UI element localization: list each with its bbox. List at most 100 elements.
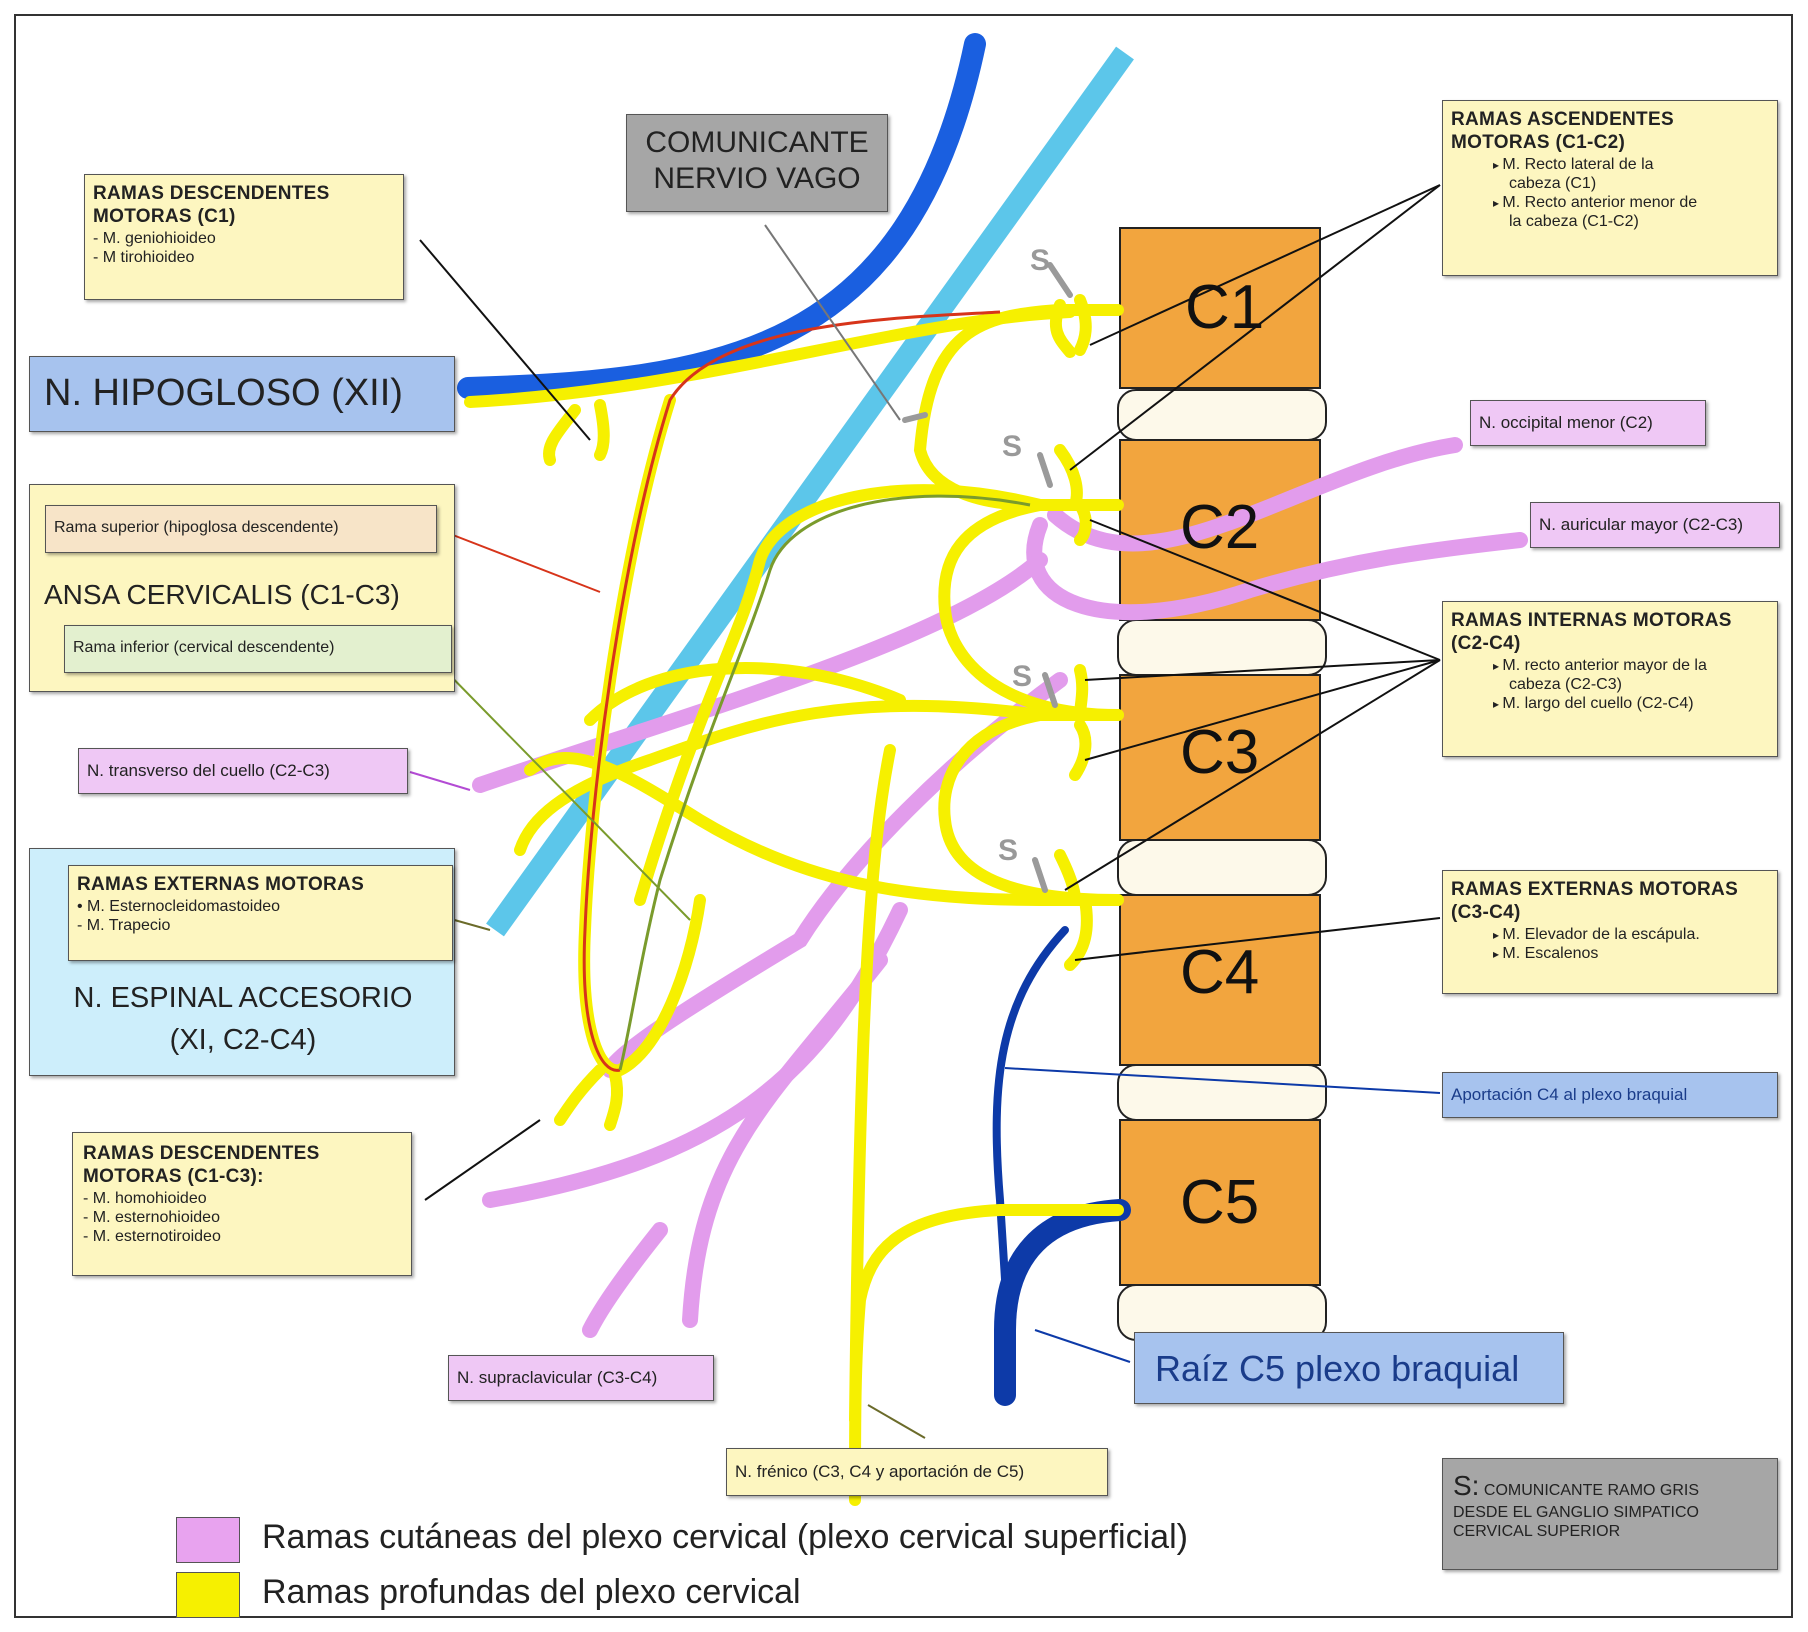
s-mark-c4: S [998,834,1019,867]
hipogloso-label: N. HIPOGLOSO (XII) [29,356,455,432]
muscle-item: M. homohioideo [83,1189,401,1208]
ansa-inferior-pointer [429,654,691,921]
raiz-c5-label: Raíz C5 plexo braquial [1134,1332,1564,1404]
supraclavicular-branch-b [682,952,888,1328]
muscle-item: M. Elevador de la escápula. [1451,925,1769,944]
c2-c3-loop [938,499,1124,721]
muscle-item: M. Recto lateral de la [1451,155,1769,174]
ansa-bottom-hooks [554,1064,624,1131]
disc-c2-c3 [1117,619,1327,676]
muscle-item: M. recto anterior mayor de la [1451,656,1769,675]
c3-c4-loop [938,709,1124,906]
s-note-line-3: CERVICAL SUPERIOR [1453,1522,1621,1540]
s-note-key: S: [1453,1470,1480,1501]
vertebra-c4 [1119,894,1321,1066]
c2-hooks [1054,444,1092,546]
ansa-title: ANSA CERVICALIS (C1-C3) [44,579,400,610]
muscle-item: M. esternotiroideo [83,1227,401,1246]
muscle-item: • M. Esternocleidomastoideo [77,897,281,915]
externas-espinal-box: RAMAS EXTERNAS MOTORAS • M. Esternocleid… [68,865,453,961]
muscle-item-cont: cabeza (C1) [1509,174,1597,192]
comunicante-vago-label: COMUNICANTE NERVIO VAGO [626,114,888,212]
espinal-name: N. ESPINAL ACCESORIO (XI, C2-C4) [30,977,456,1061]
legend-swatch-deep [176,1572,240,1618]
c3-root [514,699,1124,856]
title-line-2: MOTORAS (C1) [93,205,236,227]
hipogloso-yellow-companion [464,306,1076,408]
muscle-item: M. Trapecio [77,916,444,935]
box-ansa-cervicalis: Rama superior (hipoglosa descendente) AN… [29,484,455,692]
vago-pointer [764,224,901,421]
s-note-line-1: S: COMUNICANTE RAMO GRIS [1453,1469,1767,1503]
s-note-line-2: DESDE EL GANGLIO SIMPATICO [1453,1503,1699,1521]
title-line-2: MOTORAS (C1-C2) [1451,131,1626,153]
vertebra-label-c1: C1 [1185,273,1265,342]
occipital-label: N. occipital menor (C2) [1470,400,1706,446]
legend-swatch-cutaneous [176,1517,240,1563]
box-internas: RAMAS INTERNAS MOTORAS (C2-C4) M. recto … [1442,601,1778,757]
rama-inferior-label: Rama inferior (cervical descendente) [64,625,452,673]
supraclavicular-branch-c [582,1222,668,1338]
title-line-1: RAMAS DESCENDENTES [93,183,330,204]
title-line-1: RAMAS INTERNAS MOTORAS [1451,610,1732,631]
ansa-superior-pointer [439,529,601,593]
c1-hook-b [1074,294,1092,356]
vertebra-c5 [1119,1119,1321,1286]
c4-root [524,752,1124,906]
box-externas-c3c4: RAMAS EXTERNAS MOTORAS (C3-C4) M. Elevad… [1442,870,1778,994]
box-espinal-accesorio: RAMAS EXTERNAS MOTORAS • M. Esternocleid… [29,848,455,1076]
muscle-item: M tirohioideo [93,248,395,267]
frenico-pointer [867,1404,926,1439]
disc-c3-c4 [1117,839,1327,896]
supraclavicular-label: N. supraclavicular (C3-C4) [448,1355,714,1401]
hypoglossal-nerve [457,33,986,399]
legend-text-cutaneous: Ramas cutáneas del plexo cervical (plexo… [262,1518,1188,1556]
espinal-name-line-2: (XI, C2-C4) [169,1024,317,1057]
transverso-label: N. transverso del cuello (C2-C3) [78,748,408,794]
grey-rami [902,262,1073,893]
muscle-item-cont: la cabeza (C1-C2) [1509,213,1639,231]
vertebra-label-c2: C2 [1180,493,1260,562]
s-note-text-1: COMUNICANTE RAMO GRIS [1483,1482,1700,1499]
s-note-box: S: COMUNICANTE RAMO GRIS DESDE EL GANGLI… [1442,1458,1778,1570]
disc-c1-c2 [1117,389,1327,441]
muscle-item: M. Escalenos [1451,944,1769,963]
s-mark-c1: S [1030,244,1051,277]
raiz-pointer [1034,1329,1131,1363]
box-descendentes-c1c3: RAMAS DESCENDENTES MOTORAS (C1-C3): M. h… [72,1132,412,1276]
muscle-item: M. esternohioideo [83,1208,401,1227]
ansa-lateral-arc [584,662,906,726]
muscle-item: M. geniohioideo [93,229,395,248]
vago-line-2: NERVIO VAGO [653,162,861,195]
s-mark-c3: S [1012,660,1033,693]
espinal-name-line-1: N. ESPINAL ACCESORIO [73,982,413,1014]
n-auricular-mayor [1026,517,1528,621]
title-line-1: RAMAS DESCENDENTES [83,1143,320,1164]
phrenic-nerve [849,744,1124,1506]
hypoglossal-descending-hooks [543,399,610,466]
c4-hooks [1054,849,1093,971]
title-line-2: (C2-C4) [1451,632,1521,654]
title-line-1: RAMAS ASCENDENTES [1451,109,1674,130]
espinal-box-title: RAMAS EXTERNAS MOTORAS [77,874,365,895]
box-descendentes-c1: RAMAS DESCENDENTES MOTORAS (C1) M. genio… [84,174,404,300]
muscle-item-cont: cabeza (C2-C3) [1509,675,1622,693]
title-line-2: (C3-C4) [1451,901,1521,923]
vertebra-label-c5: C5 [1180,1168,1260,1237]
c1-hook [1049,299,1076,358]
muscle-item: M. largo del cuello (C2-C4) [1451,694,1769,713]
n-occipital-menor [1047,437,1463,552]
vertebra-label-c4: C4 [1180,938,1260,1007]
muscle-item: M. Recto anterior menor de [1451,193,1769,212]
pointer-arrows [419,184,1441,1201]
c3-hooks [1069,664,1092,781]
rama-superior-label: Rama superior (hipoglosa descendente) [45,505,437,553]
rama-inferior-overlay [618,494,1031,1071]
title-line-2: MOTORAS (C1-C3): [83,1165,264,1187]
aportacion-label: Aportación C4 al plexo braquial [1442,1072,1778,1118]
title-line-1: RAMAS EXTERNAS MOTORAS [1451,879,1739,900]
legend-text-deep: Ramas profundas del plexo cervical [262,1573,801,1611]
deep-branches [464,294,1124,1506]
